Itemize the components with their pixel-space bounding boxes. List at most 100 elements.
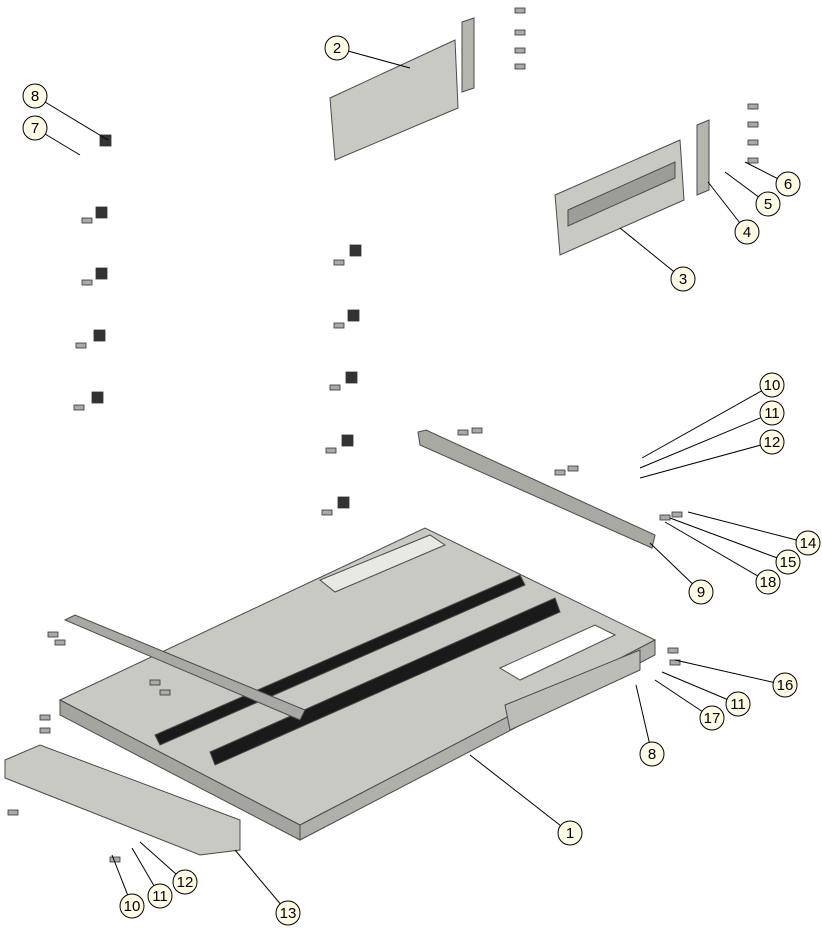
callout-label: 1 — [566, 825, 574, 842]
callout-label: 6 — [784, 176, 792, 193]
callout-label: 9 — [697, 584, 705, 601]
callout-label: 14 — [800, 535, 817, 552]
callout-label: 11 — [730, 696, 746, 713]
bolt-icon — [39, 727, 51, 734]
leader-line — [619, 227, 684, 280]
callout-label: 11 — [152, 888, 168, 905]
bolt-icon — [75, 342, 87, 349]
square-nut-icon — [95, 267, 108, 280]
callout-balloon: 15 — [775, 549, 801, 575]
callout-balloon: 11 — [147, 883, 173, 909]
bolt-icon — [514, 7, 526, 14]
square-nut-icon — [99, 134, 112, 147]
callout-label: 7 — [31, 120, 39, 137]
leader-line — [661, 671, 739, 705]
callout-balloon: 1 — [557, 820, 583, 846]
side-rail-right — [504, 649, 641, 731]
square-nut-icon — [337, 496, 350, 509]
square-nut-icon — [341, 434, 354, 447]
callout-label: 17 — [704, 710, 721, 727]
bolt-icon — [329, 384, 341, 391]
leader-line — [641, 384, 773, 459]
part-rail-3 — [567, 161, 676, 227]
callout-label: 12 — [177, 874, 194, 891]
bolt-icon — [73, 404, 85, 411]
callout-label: 18 — [760, 574, 777, 591]
bolt-icon — [81, 217, 93, 224]
leader-line — [34, 95, 109, 141]
bolt-icon — [109, 856, 121, 863]
bolt-icon — [514, 63, 526, 70]
bolt-icon — [567, 465, 579, 472]
callout-balloon: 10 — [759, 372, 785, 398]
leader-line — [687, 511, 809, 544]
callout-label: 12 — [764, 434, 781, 451]
callout-balloon: 8 — [22, 83, 48, 109]
callout-balloon: 10 — [119, 893, 145, 919]
callout-balloon: 4 — [734, 219, 760, 245]
callout-label: 16 — [777, 677, 794, 694]
cutout-rect — [498, 624, 617, 681]
bolt-icon — [659, 514, 671, 521]
part-rail-left — [63, 614, 306, 721]
callout-balloon: 5 — [755, 191, 781, 217]
square-nut-icon — [93, 329, 106, 342]
square-nut-icon — [345, 371, 358, 384]
leader-line — [469, 754, 571, 834]
bolt-icon — [747, 139, 759, 146]
callout-label: 8 — [31, 88, 39, 105]
bolt-icon — [39, 714, 51, 721]
callout-label: 15 — [780, 554, 797, 571]
part-bracket-2 — [329, 39, 459, 161]
bolt-icon — [514, 29, 526, 36]
cutout-top — [319, 534, 447, 593]
bolt-icon — [7, 809, 19, 816]
bolt-icon — [149, 679, 161, 686]
bolt-icon — [514, 47, 526, 54]
leader-line — [674, 659, 786, 686]
callout-label: 4 — [743, 224, 751, 241]
callout-balloon: 11 — [725, 691, 751, 717]
callout-balloon: 8 — [639, 741, 665, 767]
bolt-icon — [325, 447, 337, 454]
slot-strip-left — [154, 574, 526, 746]
leader-line — [664, 521, 769, 583]
callout-balloon: 12 — [759, 429, 785, 455]
leader-line — [639, 441, 773, 479]
bolt-icon — [747, 157, 759, 164]
bolt-icon — [333, 259, 345, 266]
bolt-icon — [747, 121, 759, 128]
callout-label: 8 — [648, 746, 656, 763]
callout-balloon: 13 — [275, 900, 301, 926]
callout-balloon: 7 — [22, 115, 48, 141]
callout-balloon: 18 — [755, 569, 781, 595]
slot-strip-right — [209, 597, 561, 766]
bolt-icon — [333, 322, 345, 329]
bolt-icon — [671, 511, 683, 518]
leader-line — [234, 849, 289, 914]
bolt-icon — [159, 689, 171, 696]
square-nut-icon — [91, 391, 104, 404]
bolt-icon — [471, 427, 483, 434]
callout-balloon: 17 — [699, 705, 725, 731]
leader-line — [669, 517, 789, 563]
bolt-icon — [747, 103, 759, 110]
bolt-icon — [47, 631, 59, 638]
callout-label: 5 — [764, 196, 772, 213]
square-nut-icon — [95, 206, 108, 219]
bolt-icon — [554, 469, 566, 476]
bolt-icon — [81, 279, 93, 286]
callout-label: 10 — [764, 377, 781, 394]
callout-balloon: 2 — [324, 35, 350, 61]
part-rail-9 — [417, 429, 656, 549]
square-nut-icon — [349, 244, 362, 257]
callout-label: 3 — [679, 271, 687, 288]
callout-balloon: 6 — [775, 171, 801, 197]
part-strip-2 — [461, 17, 475, 93]
callout-balloon: 16 — [772, 672, 798, 698]
leader-line — [639, 412, 773, 469]
bolt-icon — [54, 639, 66, 646]
callout-label: 13 — [280, 905, 297, 922]
